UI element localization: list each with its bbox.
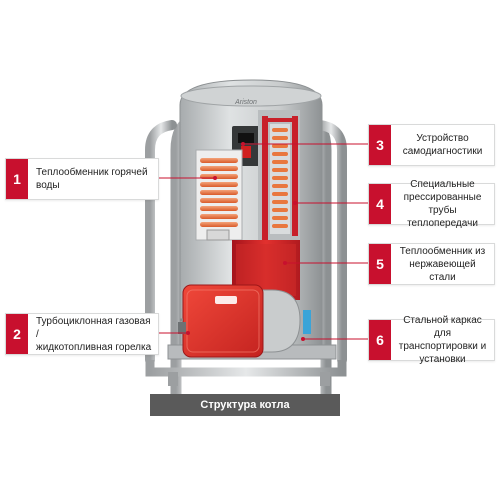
callout-label: Специальные прессированные трубы теплопе… — [403, 179, 482, 229]
callout-number: 4 — [369, 184, 391, 224]
callout-number: 1 — [6, 159, 28, 199]
callout-5: 5 Теплообменник из нержавеющей стали — [368, 243, 495, 285]
leader-dots — [186, 142, 305, 341]
frame-base-tube — [145, 360, 347, 377]
frame-right-front-tube — [315, 120, 347, 365]
callout-label: Теплообменник горячей воды — [36, 167, 148, 191]
blue-pipe — [303, 310, 311, 334]
callout-label: Стальной каркас для транспортировки и ус… — [398, 315, 487, 365]
pressed-tubes — [270, 124, 290, 234]
callout-4: 4 Специальные прессированные трубы тепло… — [368, 179, 495, 229]
callout-number: 2 — [6, 314, 28, 354]
diagram-caption: Структура котла — [150, 394, 340, 416]
callout-6: 6 Стальной каркас для транспортировки и … — [368, 315, 495, 365]
callout-number: 3 — [369, 125, 391, 165]
callout-label: Турбоциклонная газовая / жидкотопливная … — [36, 315, 152, 353]
callout-number: 5 — [369, 244, 391, 284]
callout-2: 2 Турбоциклонная газовая / жидкотопливна… — [5, 313, 159, 355]
frame-left-front-tube — [145, 120, 177, 365]
burner — [180, 284, 301, 358]
callout-label: Устройство самодиагностики — [402, 133, 483, 157]
callout-1: 1 Теплообменник горячей воды — [5, 158, 159, 200]
hot-water-coil — [195, 149, 243, 241]
brand-mark: Ariston — [234, 99, 257, 106]
callout-number: 6 — [369, 320, 391, 360]
callout-3: 3 Устройство самодиагностики — [368, 124, 495, 166]
leader-lines — [156, 143, 368, 340]
callout-label: Теплообменник из нержавеющей стали — [399, 245, 486, 283]
